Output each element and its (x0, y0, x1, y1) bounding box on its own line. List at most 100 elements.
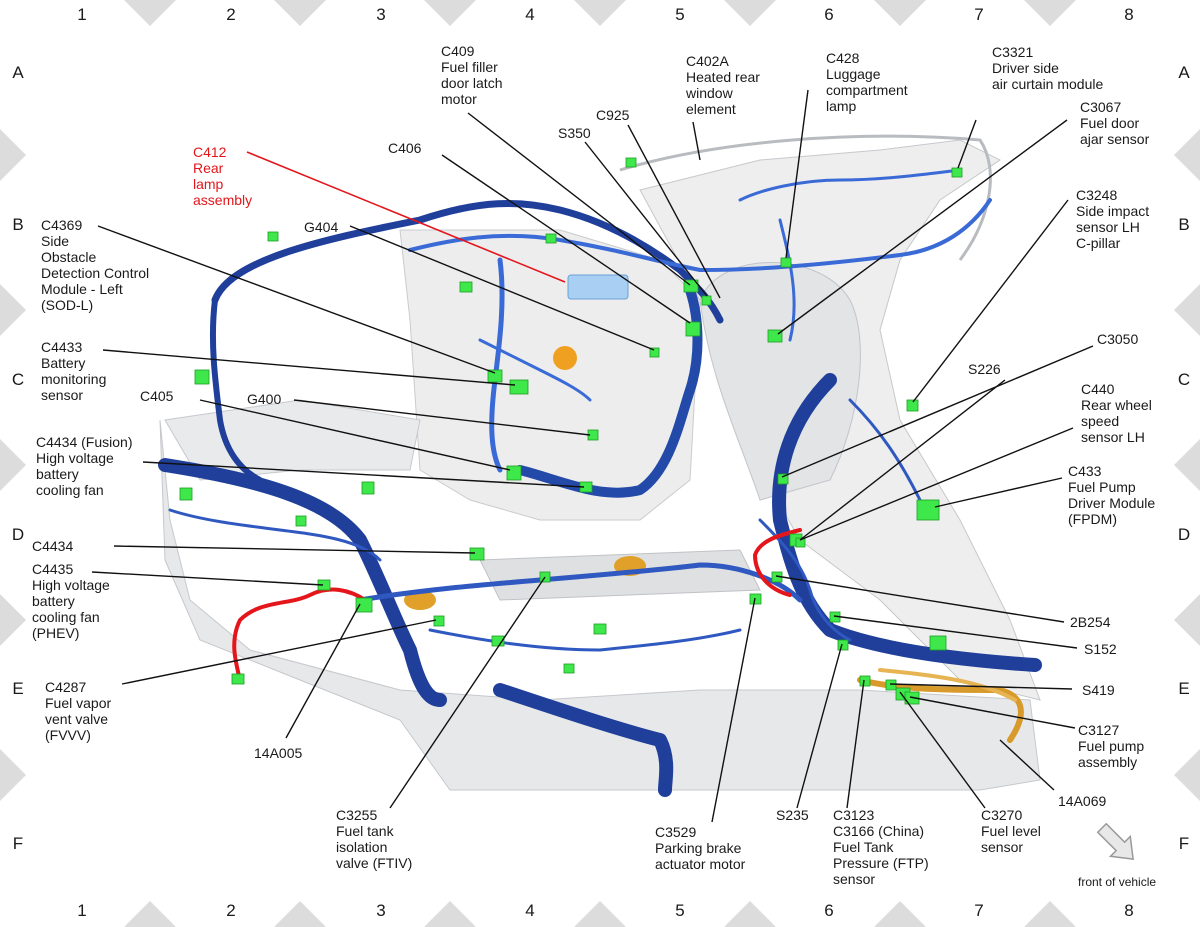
callout-c440: C440 Rear wheel speed sensor LH (1081, 381, 1156, 445)
frame-triangle-left (0, 284, 26, 336)
grid-col-bottom-3: 3 (376, 901, 385, 920)
connector-s419 (885, 679, 897, 691)
harness-main-right (772, 373, 1042, 672)
frame-triangle-top (574, 0, 626, 26)
grid-row-right-F: F (1179, 834, 1189, 853)
callout-14a069: 14A069 (1058, 793, 1106, 809)
callout-2b254: 2B254 (1070, 614, 1111, 630)
grid-col-top-7: 7 (974, 5, 983, 24)
leader-c3050 (781, 345, 1094, 478)
callout-c3067: C3067 Fuel door ajar sensor (1080, 99, 1150, 147)
grid-col-top-3: 3 (376, 5, 385, 24)
grid-row-right-E: E (1178, 679, 1189, 698)
frame-triangle-right (1174, 284, 1200, 336)
floor-pan (159, 419, 1041, 791)
leader-s419 (889, 683, 1073, 690)
connector-c3248 (906, 399, 919, 412)
frame-triangle-right (1174, 594, 1200, 646)
leader-s235 (796, 643, 843, 809)
grid-col-top-6: 6 (824, 5, 833, 24)
callout-g404: G404 (304, 219, 338, 235)
callout-c4287: C4287 Fuel vapor vent valve (FVVV) (45, 679, 115, 743)
callout-c3321: C3321 Driver side air curtain module (992, 44, 1103, 92)
harness-fpdm (848, 398, 922, 502)
leader-c428 (785, 89, 809, 259)
frame-triangle-right (1174, 129, 1200, 181)
leader-s226 (799, 379, 1006, 541)
grid-col-bottom-4: 4 (525, 901, 534, 920)
grid-col-top-4: 4 (525, 5, 534, 24)
frame-triangle-bottom (1024, 901, 1076, 927)
frame-triangle-right (1174, 749, 1200, 801)
connector-c3123 (859, 675, 871, 687)
connector-c4287 (231, 673, 245, 685)
callout-c4433: C4433 Battery monitoring sensor (41, 339, 110, 403)
callout-c412: C412 Rear lamp assembly (193, 144, 252, 208)
leader-c440 (799, 427, 1074, 541)
frame-triangle-top (1024, 0, 1076, 26)
connector-misc-7 (563, 663, 575, 674)
grid-col-bottom-6: 6 (824, 901, 833, 920)
connector-c433 (916, 499, 940, 521)
harness-upper-loop (211, 199, 724, 324)
harness-battery-sensor (478, 338, 592, 402)
left-side-panel (164, 399, 421, 481)
connector-c428 (780, 257, 792, 268)
grid-row-right-C: C (1178, 370, 1190, 389)
wheel-house (699, 262, 861, 501)
callout-c3248: C3248 Side impact sensor LH C-pillar (1076, 187, 1153, 251)
callout-c4369: C4369 Side Obstacle Detection Control Mo… (41, 217, 153, 313)
frame-triangle-top (724, 0, 776, 26)
leader-c3127 (909, 696, 1076, 729)
leader-c405 (199, 399, 511, 471)
callout-s350: S350 (558, 125, 591, 141)
grid-row-left-B: B (12, 215, 23, 234)
harness-main-floor (493, 683, 674, 797)
rear-lamp-assembly-module (567, 274, 629, 300)
harness-floor-crossing (357, 562, 803, 603)
leader-s152 (833, 615, 1078, 649)
grid-col-top-2: 2 (226, 5, 235, 24)
leader-s350 (584, 141, 708, 297)
connector-misc-5 (545, 233, 557, 244)
callout-c925: C925 (596, 107, 630, 123)
callout-c405: C405 (140, 388, 174, 404)
fuel-line-secondary (878, 668, 1017, 702)
wiring-harnesses (158, 168, 1042, 797)
leader-c925 (627, 124, 721, 299)
frame-triangle-bottom (574, 901, 626, 927)
harness-rear-shelf (408, 198, 992, 272)
callout-labels: C412 Rear lamp assembly C409 Fuel filler… (32, 43, 1156, 887)
grid-col-top-1: 1 (77, 5, 86, 24)
connector-g404 (649, 347, 660, 358)
grid-col-bottom-5: 5 (675, 901, 684, 920)
callout-leader-lines (91, 89, 1094, 823)
leader-c3270 (899, 691, 986, 809)
callout-c4434: C4434 (32, 538, 73, 554)
leader-c402a (692, 121, 701, 161)
connector-c3321 (951, 167, 963, 178)
frame-triangle-bottom (424, 901, 476, 927)
callout-c409: C409 Fuel filler door latch motor (441, 43, 506, 107)
leader-c3529 (711, 597, 756, 823)
callout-c4435: C4435 High voltage battery cooling fan (… (32, 561, 114, 641)
grid-col-bottom-8: 8 (1124, 901, 1133, 920)
grid-row-left-C: C (12, 370, 24, 389)
frame-triangle-bottom (274, 901, 326, 927)
callout-c428: C428 Luggage compartment lamp (826, 50, 912, 114)
grid-col-bottom-1: 1 (77, 901, 86, 920)
connector-c4434 (469, 547, 485, 561)
grid-row-right-B: B (1178, 215, 1189, 234)
leader-c3255 (389, 576, 546, 809)
connector-c4433 (509, 379, 529, 395)
connector-c925 (625, 157, 637, 168)
connector-misc-1 (194, 369, 210, 385)
connector-misc-4 (459, 281, 473, 293)
leader-c3067 (777, 119, 1068, 335)
fuel-pump-bracket-left (404, 590, 436, 610)
callout-c3127: C3127 Fuel pump assembly (1078, 722, 1148, 770)
connectors (179, 157, 963, 705)
callout-c402a: C402A Heated rear window element (685, 53, 764, 117)
callout-c3123: C3123 C3166 (China) Fuel Tank Pressure (… (833, 807, 933, 887)
leader-c4433 (102, 349, 516, 386)
